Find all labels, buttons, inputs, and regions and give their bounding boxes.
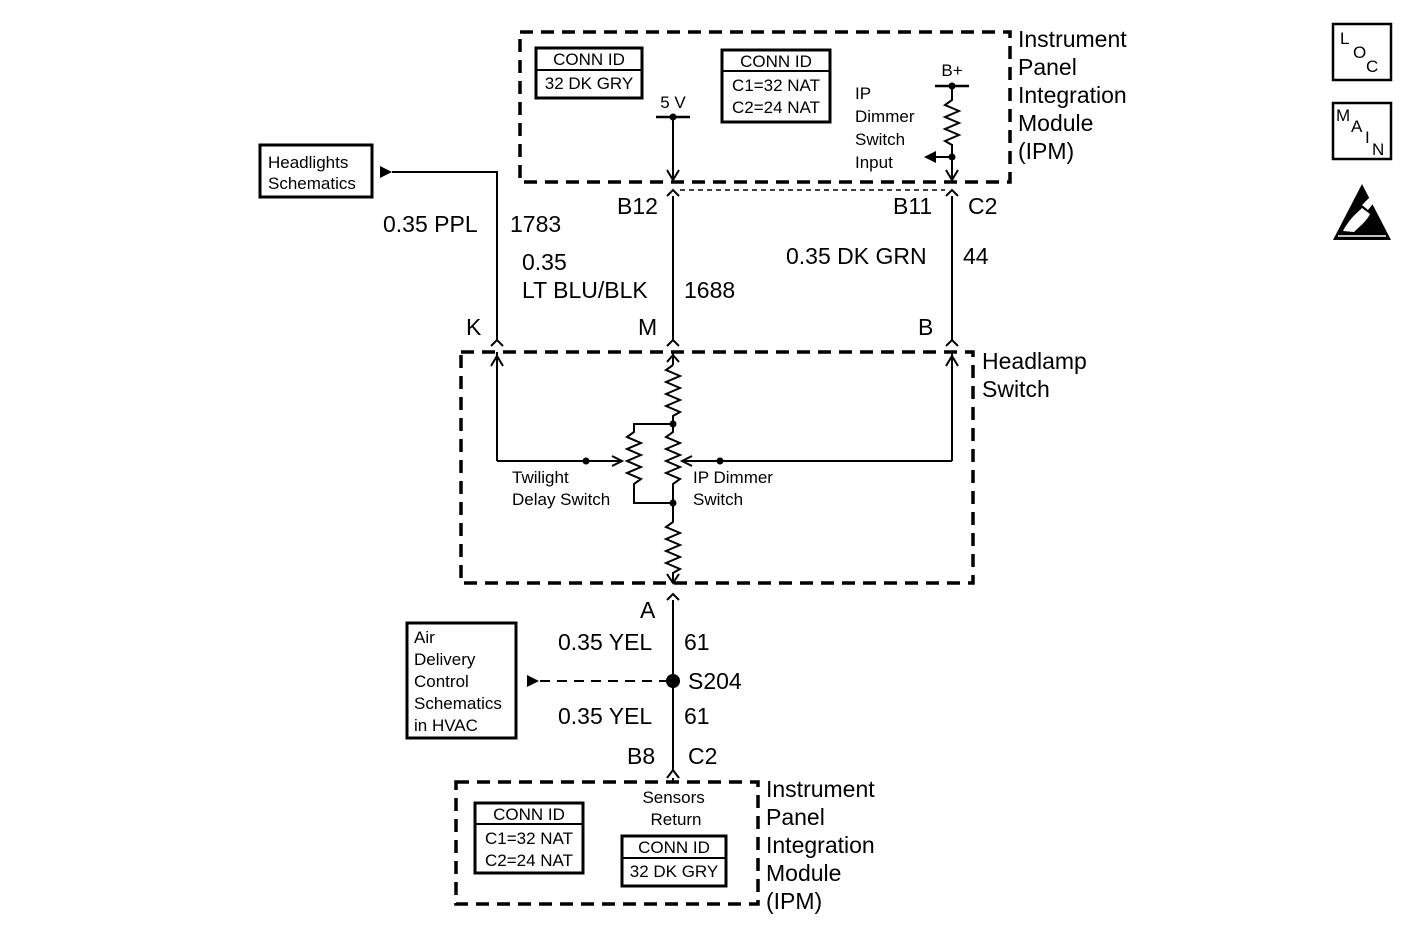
sensors-return-label: Sensors Return xyxy=(642,788,709,829)
connector-chevron xyxy=(945,188,959,197)
pin-c2: C2 xyxy=(688,743,717,769)
svg-text:C: C xyxy=(1366,57,1378,76)
splice-s204 xyxy=(666,674,680,688)
voltage-label: 5 V xyxy=(660,93,686,112)
arrow-up-icon xyxy=(666,353,680,363)
conn-id-header: CONN ID xyxy=(638,838,710,857)
twilight-delay-resistor-icon xyxy=(624,423,673,504)
circuit-number: 1783 xyxy=(510,211,561,237)
resistor-icon xyxy=(663,503,683,583)
pin-a: A xyxy=(640,597,656,623)
loc-icon[interactable]: L O C xyxy=(1331,22,1393,82)
pin-b: B xyxy=(918,314,933,340)
svg-text:I: I xyxy=(1365,128,1370,147)
pin-c2: C2 xyxy=(968,193,997,219)
arrow-down-icon xyxy=(666,169,680,182)
top-conn-id-box-1: CONN ID 32 DK GRY xyxy=(534,46,644,100)
arrow-up-icon xyxy=(945,354,959,367)
bottom-conn-id-box-1: CONN ID C1=32 NAT C2=24 NAT xyxy=(473,801,585,875)
arrow-left-icon xyxy=(679,455,693,467)
conn-id-value: C2=24 NAT xyxy=(732,98,820,117)
headlamp-switch-boundary xyxy=(459,350,975,585)
top-ipm-boundary xyxy=(518,30,1012,184)
wire-color-label: 0.35 YEL xyxy=(558,703,652,729)
connector-chevron xyxy=(490,338,504,347)
conn-id-value: C2=24 NAT xyxy=(485,851,573,870)
arrow-down-icon xyxy=(666,573,680,585)
ip-dimmer-input-label: IP Dimmer Switch Input xyxy=(855,84,919,172)
pin-b12: B12 xyxy=(617,193,658,219)
circuit-number: 44 xyxy=(963,243,989,269)
pin-k: K xyxy=(466,314,482,340)
svg-text:Air Delivery Contr: Air Delivery Control Schematics in HVAC xyxy=(414,628,507,735)
svg-text:Headlights Schematics: Headlights Schematics xyxy=(268,153,356,193)
connector-chevron xyxy=(945,338,959,347)
air-delivery-schematics-ref[interactable]: Air Delivery Control Schematics in HVAC xyxy=(405,621,518,740)
circuit-number: 1688 xyxy=(684,277,735,303)
wire-color-label: 0.35 DK GRN xyxy=(786,243,927,269)
esd-warning-icon xyxy=(1333,184,1391,240)
pin-m: M xyxy=(638,314,657,340)
ip-dimmer-switch-label: IP Dimmer Switch xyxy=(693,468,778,509)
twilight-delay-switch-label: Twilight Delay Switch xyxy=(512,468,610,509)
conn-id-header: CONN ID xyxy=(553,50,625,69)
main-icon[interactable]: M A I N xyxy=(1331,101,1393,161)
top-ipm-title: Instrument Panel Integration Module (IPM… xyxy=(1018,26,1133,164)
arrow-down-icon xyxy=(945,169,959,182)
wire-1783 xyxy=(392,171,498,340)
svg-text:A: A xyxy=(1351,117,1363,136)
headlamp-switch: Headlamp Switch Twilight Delay Switch xyxy=(459,348,1093,585)
conn-id-header: CONN ID xyxy=(740,52,812,71)
svg-text:N: N xyxy=(1372,140,1384,159)
bottom-ipm-boundary xyxy=(454,780,760,906)
pullup-resistor-icon xyxy=(942,86,962,180)
bottom-conn-id-box-2: CONN ID 32 DK GRY xyxy=(620,834,728,888)
conn-id-value: C1=32 NAT xyxy=(732,76,820,95)
wire-size-label: 0.35 xyxy=(522,249,567,275)
bottom-ipm-module: Instrument Panel Integration Module (IPM… xyxy=(454,776,881,914)
splice-label: S204 xyxy=(688,668,742,694)
headlights-schematics-ref[interactable]: Headlights Schematics xyxy=(258,143,374,199)
top-ipm-module: Instrument Panel Integration Module (IPM… xyxy=(518,26,1133,184)
headlamp-switch-title: Headlamp Switch xyxy=(982,348,1093,402)
arrow-up-icon xyxy=(490,354,504,367)
pin-b8: B8 xyxy=(627,743,655,769)
svg-text:O: O xyxy=(1353,43,1366,62)
conn-id-value: 32 DK GRY xyxy=(545,74,634,93)
wire-color-label: 0.35 PPL xyxy=(383,211,478,237)
arrow-left-icon xyxy=(380,166,392,178)
wire-color-label: LT BLU/BLK xyxy=(522,277,648,303)
wire-color-label: 0.35 YEL xyxy=(558,629,652,655)
connector-chevron xyxy=(666,592,680,601)
conn-id-header: CONN ID xyxy=(493,805,565,824)
arrow-left-icon xyxy=(924,151,936,163)
bottom-ipm-title: Instrument Panel Integration Module (IPM… xyxy=(766,776,881,914)
circuit-number: 61 xyxy=(684,703,710,729)
top-conn-id-box-2: CONN ID C1=32 NAT C2=24 NAT xyxy=(720,48,832,124)
battery-label: B+ xyxy=(941,61,962,80)
dimmer-potentiometer-icon xyxy=(663,424,683,503)
connector-chevron xyxy=(666,188,680,197)
arrow-left-icon xyxy=(527,675,539,687)
arrow-right-icon xyxy=(611,455,625,467)
connector-chevron xyxy=(666,768,680,779)
conn-id-value: C1=32 NAT xyxy=(485,829,573,848)
connector-chevron xyxy=(666,338,680,347)
svg-text:L: L xyxy=(1340,29,1349,48)
conn-id-value: 32 DK GRY xyxy=(630,862,719,881)
circuit-number: 61 xyxy=(684,629,710,655)
svg-text:M: M xyxy=(1336,106,1350,125)
resistor-icon xyxy=(663,364,683,424)
pin-b11: B11 xyxy=(893,193,932,219)
